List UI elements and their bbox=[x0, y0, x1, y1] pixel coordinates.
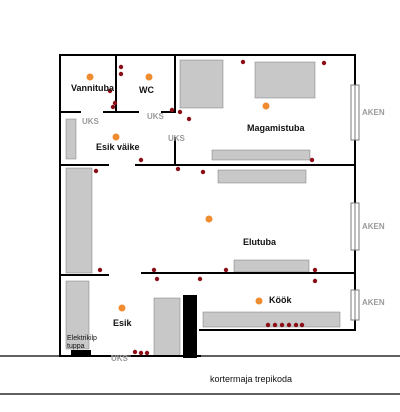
windows bbox=[350, 84, 360, 321]
lamp-elutuba bbox=[205, 215, 213, 223]
room-label-vannituba: Vannituba bbox=[71, 83, 115, 93]
socket bbox=[177, 109, 183, 115]
living-sideboard bbox=[217, 169, 307, 184]
kitchen-counter bbox=[202, 311, 341, 328]
socket bbox=[197, 276, 203, 282]
door-label-wc: UKS bbox=[147, 112, 165, 121]
room-label-magamistuba: Magamistuba bbox=[247, 123, 306, 133]
socket bbox=[138, 157, 144, 163]
lamp-wc bbox=[145, 73, 153, 81]
socket bbox=[107, 88, 113, 94]
lamp-magamistuba bbox=[262, 102, 270, 110]
socket bbox=[151, 267, 157, 273]
socket bbox=[97, 267, 103, 273]
socket bbox=[144, 350, 150, 356]
window-label-magamistuba: AKEN bbox=[362, 108, 385, 117]
room-label-esik: Esik bbox=[113, 318, 133, 328]
room-label-kook: Köök bbox=[269, 295, 292, 305]
kitchen-cabinet-gray bbox=[153, 297, 181, 357]
hall-small-cabinet bbox=[65, 118, 77, 160]
label-elektrikilp: Elektrikilp bbox=[67, 335, 97, 342]
stairwell-label: kortermaja trepikoda bbox=[210, 374, 292, 384]
socket bbox=[169, 107, 175, 113]
socket bbox=[200, 169, 206, 175]
socket bbox=[118, 71, 124, 77]
socket bbox=[265, 322, 271, 328]
socket bbox=[321, 60, 327, 66]
door-label-magamistuba: UKS bbox=[168, 134, 186, 143]
socket bbox=[293, 322, 299, 328]
socket bbox=[154, 276, 160, 282]
socket bbox=[279, 322, 285, 328]
socket bbox=[132, 349, 138, 355]
window-label-elutuba: AKEN bbox=[362, 222, 385, 231]
door-label-vannituba: UKS bbox=[82, 117, 100, 126]
room-label-elutuba: Elutuba bbox=[243, 237, 277, 247]
lamp-vannituba bbox=[86, 73, 94, 81]
socket bbox=[272, 322, 278, 328]
lamp-kook bbox=[255, 297, 263, 305]
socket bbox=[312, 267, 318, 273]
hall-wardrobe bbox=[65, 280, 90, 350]
socket bbox=[223, 267, 229, 273]
socket bbox=[93, 168, 99, 174]
lamp-esik-vaike bbox=[112, 133, 120, 141]
bedroom-bed bbox=[254, 61, 316, 99]
power-sockets bbox=[93, 59, 327, 356]
socket bbox=[299, 322, 305, 328]
kitchen-tall-unit bbox=[183, 295, 197, 358]
ceiling-lamps bbox=[86, 73, 270, 312]
socket bbox=[118, 64, 124, 70]
socket bbox=[175, 166, 181, 172]
furniture-layer bbox=[65, 59, 341, 357]
bedroom-shelf bbox=[211, 149, 311, 161]
bedroom-wardrobe bbox=[179, 59, 224, 109]
room-label-wc: WC bbox=[139, 85, 154, 95]
electrical-panel bbox=[71, 350, 91, 357]
socket bbox=[309, 157, 315, 163]
socket bbox=[240, 59, 246, 65]
room-label-esik-vaike: Esik väike bbox=[96, 142, 140, 152]
socket bbox=[286, 322, 292, 328]
socket bbox=[312, 278, 318, 284]
lamp-esik bbox=[118, 304, 126, 312]
label-elektrikilp-tuppa: tuppa bbox=[67, 343, 85, 350]
door-label-entrance: UKS bbox=[111, 354, 129, 363]
living-tv-bench bbox=[233, 259, 310, 273]
socket bbox=[138, 350, 144, 356]
socket bbox=[110, 104, 116, 110]
socket bbox=[112, 100, 118, 106]
socket bbox=[186, 116, 192, 122]
living-hall-cabinet bbox=[65, 167, 93, 274]
window-label-kook: AKEN bbox=[362, 298, 385, 307]
